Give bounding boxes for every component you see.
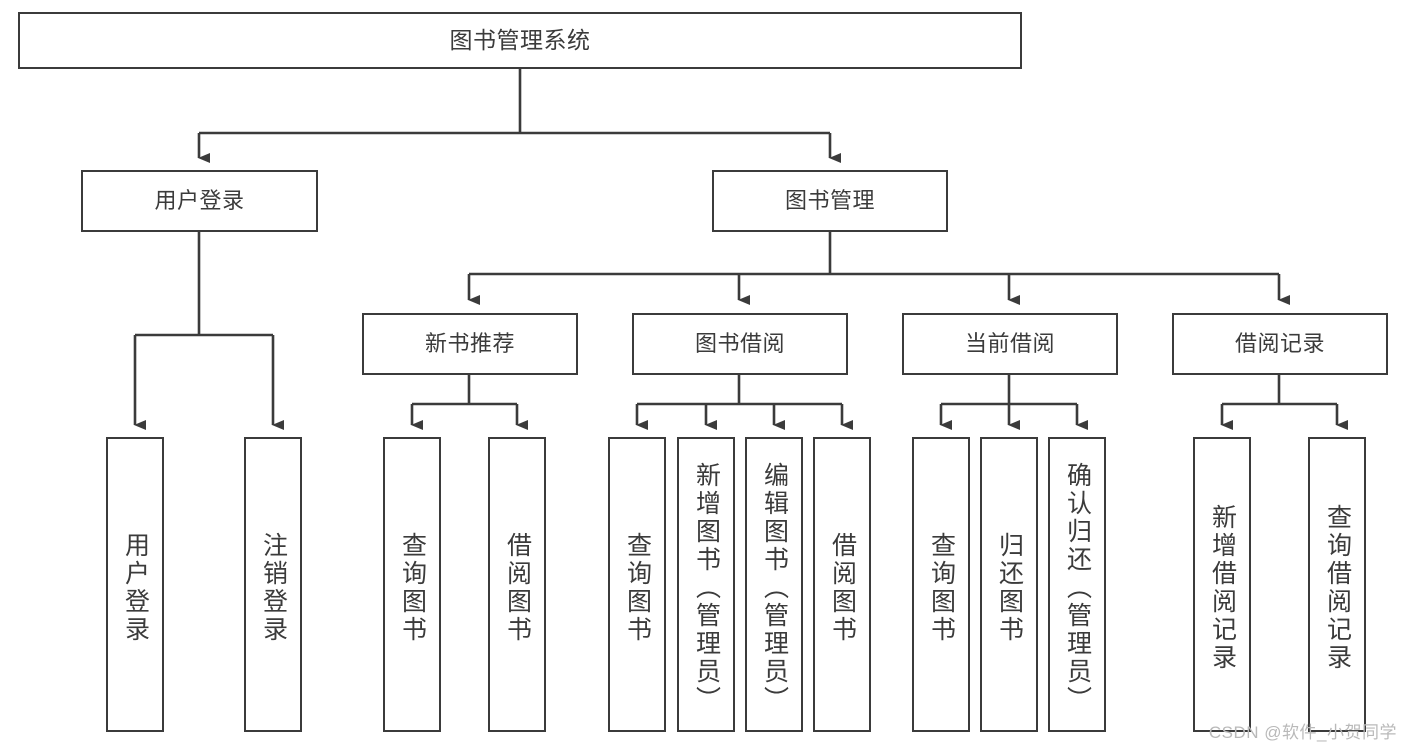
leaf-query-book-2-label: 查询图书 (623, 531, 652, 644)
leaf-logout-login-label: 注销登录 (259, 531, 288, 644)
node-user-login-label: 用户登录 (154, 187, 245, 213)
node-book-borrow[interactable]: 图书借阅 (632, 313, 848, 375)
leaf-borrow-book-2-label: 借阅图书 (828, 531, 857, 644)
leaf-borrow-book-2[interactable]: 借阅图书 (813, 437, 871, 732)
node-borrow-record[interactable]: 借阅记录 (1172, 313, 1388, 375)
leaf-add-book-label: 新增图书（管理员） (692, 461, 721, 714)
leaf-query-book-3-label: 查询图书 (927, 531, 956, 644)
node-book-manage[interactable]: 图书管理 (712, 170, 948, 232)
csdn-watermark: CSDN @软件_小贺同学 (1208, 723, 1397, 742)
leaf-borrow-book-1-label: 借阅图书 (503, 531, 532, 644)
leaf-confirm-return-label: 确认归还（管理员） (1063, 461, 1092, 714)
node-user-login[interactable]: 用户登录 (81, 170, 318, 232)
node-current-borrow[interactable]: 当前借阅 (902, 313, 1118, 375)
node-current-borrow-label: 当前借阅 (964, 330, 1055, 356)
node-book-borrow-label: 图书借阅 (694, 330, 785, 356)
leaf-return-book[interactable]: 归还图书 (980, 437, 1038, 732)
leaf-user-login[interactable]: 用户登录 (106, 437, 164, 732)
node-new-book-rec[interactable]: 新书推荐 (362, 313, 578, 375)
leaf-edit-book-label: 编辑图书（管理员） (760, 461, 789, 714)
node-root-label: 图书管理系统 (449, 26, 591, 53)
leaf-return-book-label: 归还图书 (995, 531, 1024, 644)
leaf-query-record-label: 查询借阅记录 (1323, 503, 1352, 672)
leaf-query-book-2[interactable]: 查询图书 (608, 437, 666, 732)
leaf-confirm-return[interactable]: 确认归还（管理员） (1048, 437, 1106, 732)
node-borrow-record-label: 借阅记录 (1234, 330, 1325, 356)
leaf-query-record[interactable]: 查询借阅记录 (1308, 437, 1366, 732)
leaf-add-record-label: 新增借阅记录 (1208, 503, 1237, 672)
leaf-query-book-1[interactable]: 查询图书 (383, 437, 441, 732)
leaf-add-book[interactable]: 新增图书（管理员） (677, 437, 735, 732)
node-new-book-rec-label: 新书推荐 (424, 330, 515, 356)
leaf-add-record[interactable]: 新增借阅记录 (1193, 437, 1251, 732)
leaf-logout-login[interactable]: 注销登录 (244, 437, 302, 732)
leaf-borrow-book-1[interactable]: 借阅图书 (488, 437, 546, 732)
leaf-edit-book[interactable]: 编辑图书（管理员） (745, 437, 803, 732)
leaf-user-login-label: 用户登录 (121, 531, 150, 644)
leaf-query-book-1-label: 查询图书 (398, 531, 427, 644)
node-root[interactable]: 图书管理系统 (18, 12, 1022, 69)
node-book-manage-label: 图书管理 (784, 187, 875, 213)
leaf-query-book-3[interactable]: 查询图书 (912, 437, 970, 732)
